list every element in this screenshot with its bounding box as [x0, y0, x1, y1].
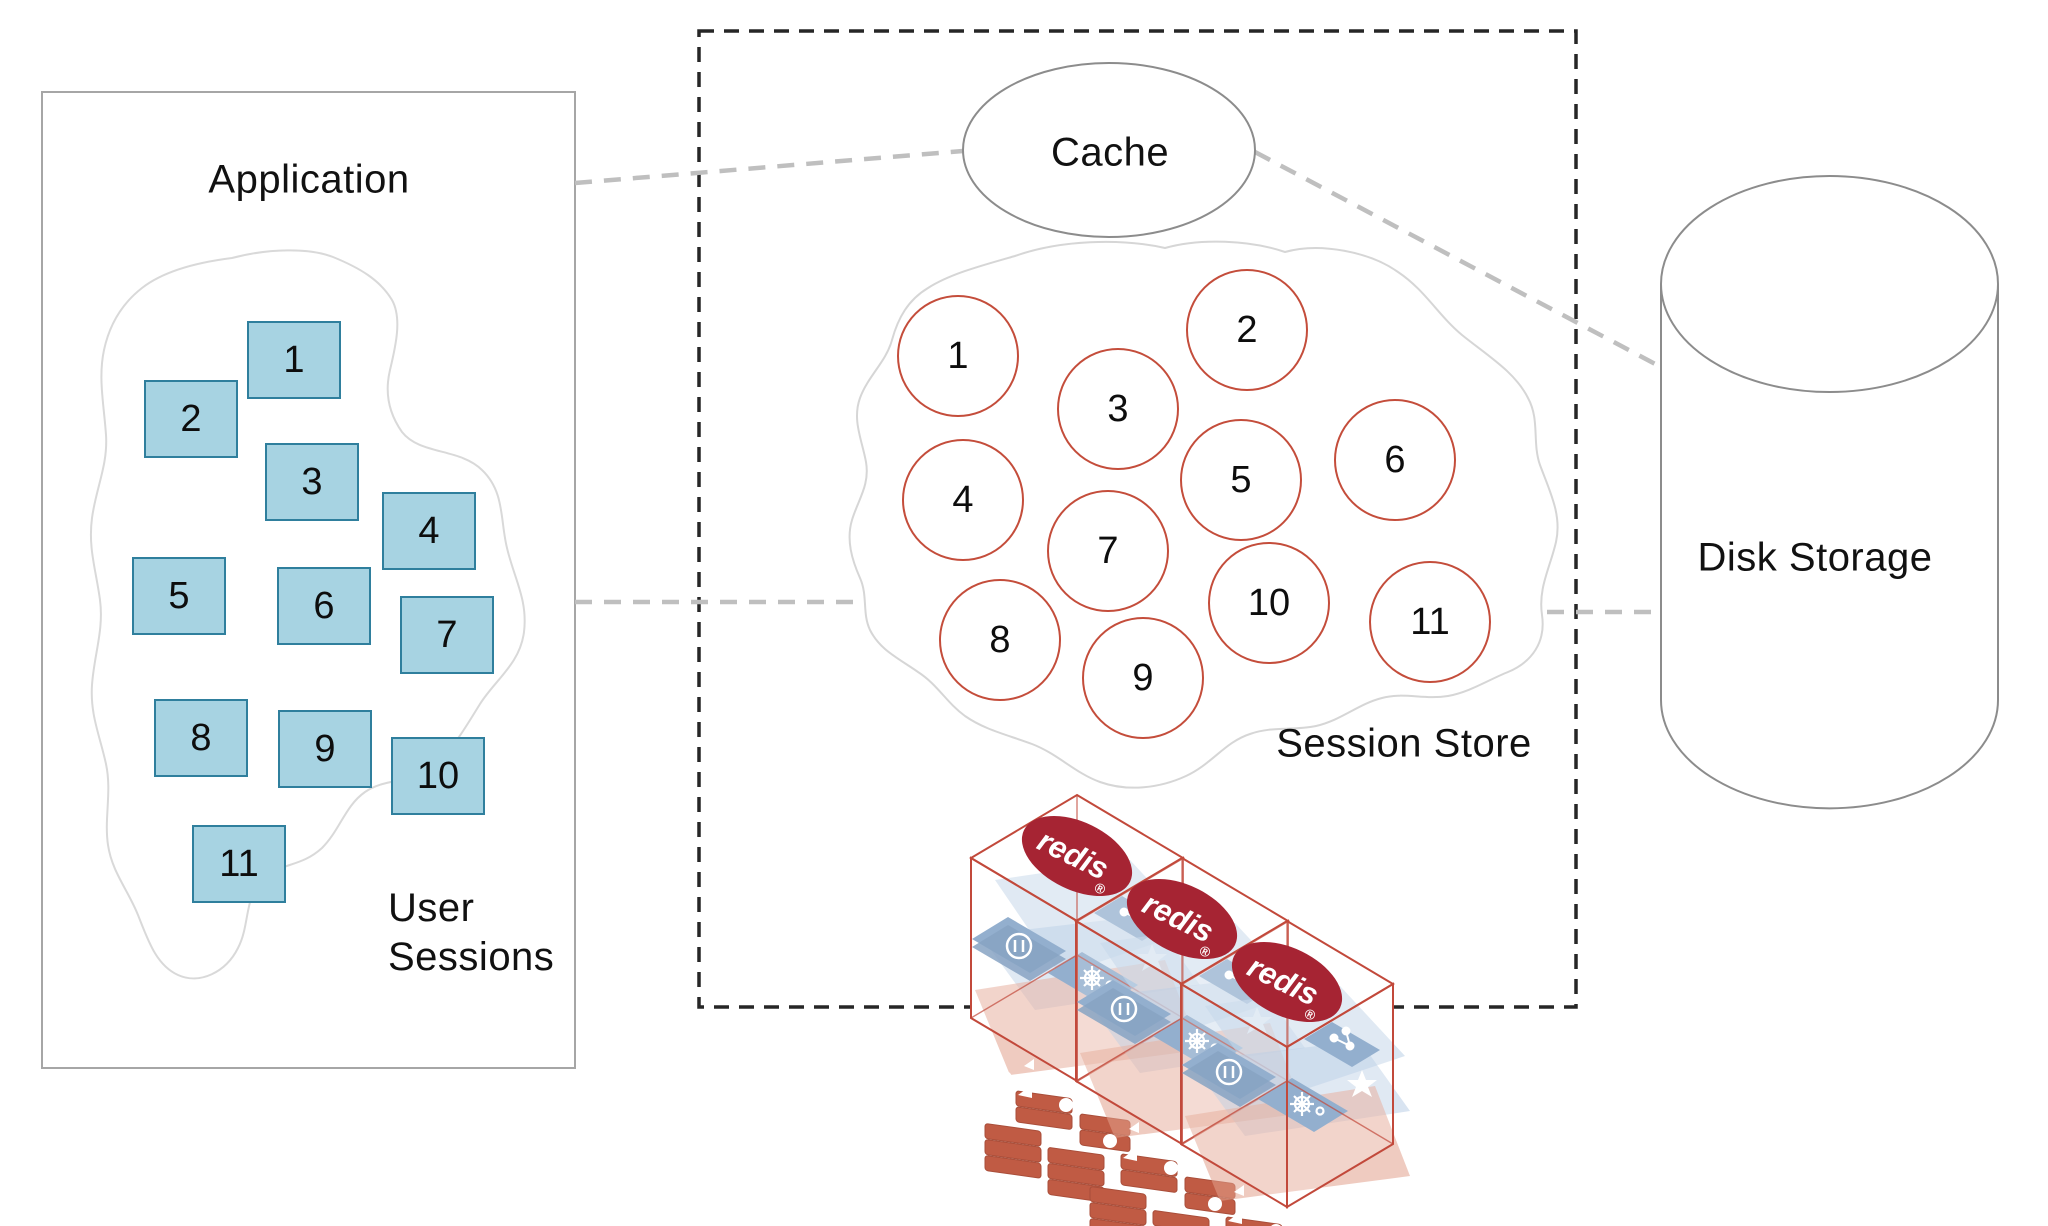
session-store-circle: 3 [1057, 348, 1179, 470]
session-store-circle: 7 [1047, 490, 1169, 612]
user-session-square: 9 [278, 710, 372, 788]
session-store-circle: 1 [897, 295, 1019, 417]
session-store-circle: 6 [1334, 399, 1456, 521]
session-store-circle: 5 [1180, 419, 1302, 541]
user-session-square: 3 [265, 443, 359, 521]
session-store-circle: 2 [1186, 269, 1308, 391]
session-store-circle: 11 [1369, 561, 1491, 683]
session-store-label: Session Store [1276, 721, 1532, 766]
user-sessions-label-line2: Sessions [388, 935, 555, 979]
disk-storage-cylinder [1660, 175, 1999, 810]
user-session-square: 8 [154, 699, 248, 777]
session-store-circle: 9 [1082, 617, 1204, 739]
cache-boundary-box [697, 29, 1578, 1009]
connector-cache-to-disk [1253, 150, 1661, 368]
connector-application-to-cache [574, 148, 964, 186]
application-title: Application [208, 157, 410, 202]
user-session-square: 5 [132, 557, 226, 635]
user-sessions-label: User Sessions [388, 884, 554, 982]
user-sessions-label-line1: User [388, 886, 475, 930]
user-session-square: 11 [192, 825, 286, 903]
session-store-circle: 8 [939, 579, 1061, 701]
cache-label: Cache [1050, 130, 1170, 175]
session-store-circle: 10 [1208, 542, 1330, 664]
session-store-circle: 4 [902, 439, 1024, 561]
redis-cluster-illustration: redis ® redis ® redis ® [969, 793, 1412, 1226]
cache-ellipse [962, 62, 1256, 238]
user-session-square: 2 [144, 380, 238, 458]
user-session-square: 1 [247, 321, 341, 399]
user-session-square: 10 [391, 737, 485, 815]
user-session-square: 4 [382, 492, 476, 570]
user-session-square: 6 [277, 567, 371, 645]
user-session-square: 7 [400, 596, 494, 674]
disk-storage-label: Disk Storage [1697, 535, 1933, 580]
